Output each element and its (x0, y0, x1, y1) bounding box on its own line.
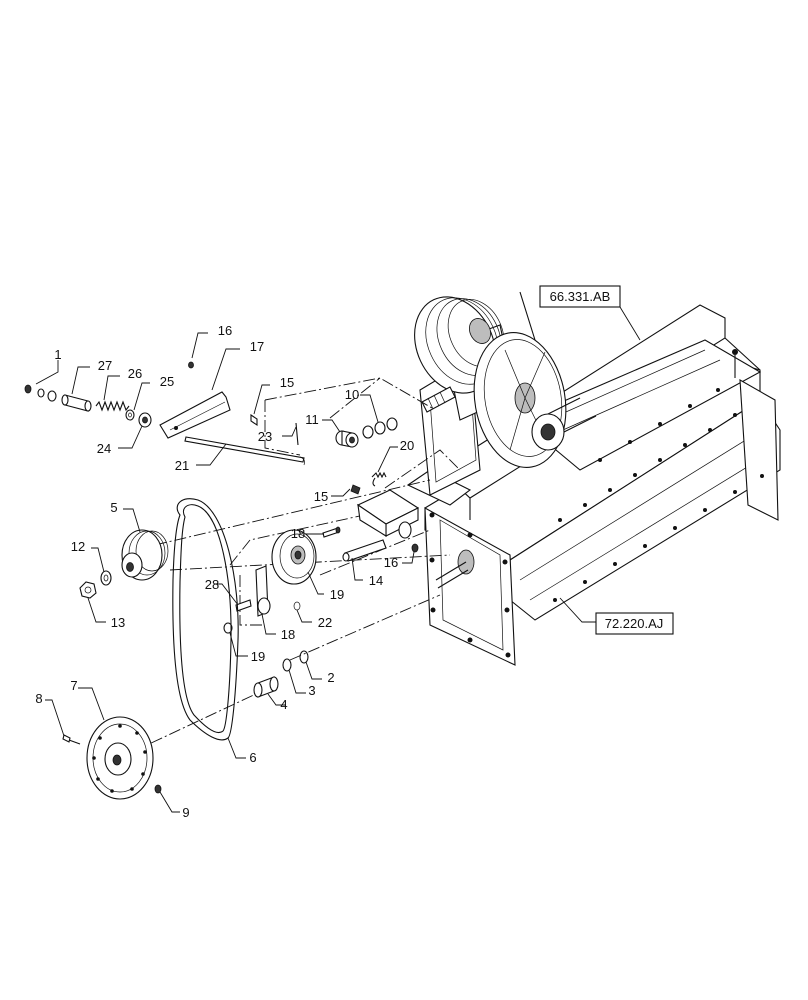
part-nut-13 (79, 581, 97, 599)
part-bolt-16-bracket (411, 543, 419, 553)
part-label-11: 11 (305, 412, 319, 427)
part-label-16-bracket: 16 (384, 555, 398, 570)
part-washer-24 (293, 601, 301, 611)
part-label-20: 18 (281, 627, 295, 642)
part-label-30: 28 (205, 577, 219, 592)
part-label-15-top: 15 (280, 375, 294, 390)
part-label-3: 3 (308, 683, 315, 698)
part-washer-12 (100, 570, 112, 586)
part-label-2: 2 (327, 670, 334, 685)
part-label-8: 8 (35, 691, 42, 706)
part-label-6: 6 (249, 750, 256, 765)
part-spring-22 (371, 471, 387, 487)
part-bolt-15-mid (350, 484, 361, 495)
part-label-22: 20 (400, 438, 414, 453)
part-label-26: 24 (97, 441, 111, 456)
part-number-labels: 1 27 26 25 24 16 17 15 23 21 11 10 20 15… (35, 323, 414, 820)
reference-label: 66.331.AB (550, 289, 611, 304)
part-pin-retainer (24, 384, 57, 402)
reference-callout-72-220-aj[interactable]: 72.220.AJ (559, 597, 674, 635)
part-label-14: 14 (369, 573, 383, 588)
part-label-24: 22 (318, 615, 332, 630)
part-label-4: 4 (280, 697, 287, 712)
part-idler-pulley-17 (271, 529, 317, 585)
part-label-21: 19 (251, 649, 265, 664)
part-label-28: 26 (128, 366, 142, 381)
reference-callout-66-331-ab[interactable]: 66.331.AB (539, 285, 641, 341)
part-bolt-16-top (188, 361, 194, 369)
part-bracket-14 (342, 489, 420, 562)
part-label-13: 13 (111, 615, 125, 630)
part-belt-6 (172, 498, 239, 741)
part-rod-23 (184, 436, 305, 466)
part-snap-ring-2 (299, 650, 309, 664)
part-label-29: 27 (98, 358, 112, 373)
part-spring-28 (95, 400, 130, 412)
part-label-1: 1 (54, 347, 61, 362)
part-label-16-top: 16 (218, 323, 232, 338)
part-bolt-8 (62, 734, 81, 745)
part-spacer-11 (335, 430, 359, 448)
part-bolt-18 (322, 526, 341, 538)
part-washer-21 (223, 622, 233, 634)
part-sleeve-29 (61, 394, 92, 412)
part-label-9: 9 (182, 805, 189, 820)
part-washer-27 (125, 409, 135, 421)
part-washer-3 (282, 658, 292, 672)
part-pulley-5 (121, 529, 169, 581)
part-bolt-30 (235, 599, 252, 612)
part-pin-25 (295, 422, 299, 446)
part-bolt-15-top (250, 413, 258, 427)
part-label-7: 7 (70, 678, 77, 693)
header-frame-assembly (406, 291, 781, 666)
reference-label: 72.220.AJ (605, 616, 664, 631)
part-label-23: 21 (175, 458, 189, 473)
callout-leaders (35, 332, 415, 813)
part-spacer-4 (253, 676, 279, 698)
part-sheave-7 (86, 716, 154, 800)
part-idler-arm-19 (159, 391, 231, 439)
part-label-12: 12 (71, 539, 85, 554)
part-label-15-mid: 15 (314, 489, 328, 504)
part-nut-9 (154, 784, 162, 794)
part-label-19: 17 (250, 339, 264, 354)
part-label-10: 10 (345, 387, 359, 402)
part-label-25: 23 (258, 429, 272, 444)
part-label-5: 5 (110, 500, 117, 515)
part-snap-ring-10 (362, 417, 398, 439)
part-arm-20 (255, 565, 271, 617)
part-label-27: 25 (160, 374, 174, 389)
part-label-18: 18 (291, 526, 305, 541)
part-label-17: 19 (330, 587, 344, 602)
part-bushing-26 (138, 412, 152, 428)
